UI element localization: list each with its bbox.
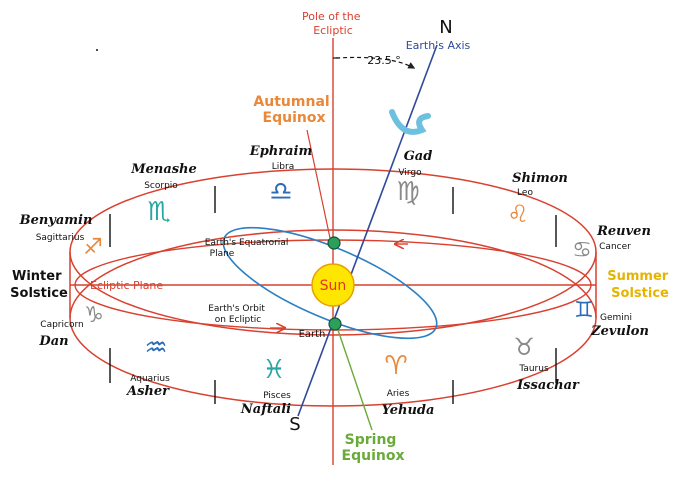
tribe-names: Ephraim Gad Shimon Reuven Zevulon Issach… [19, 144, 651, 418]
earth-spring-position [328, 317, 342, 331]
equatorial-plane-label: Earth's Equatrorial Plane [205, 238, 291, 259]
sign-sagittarius: Sagittarius [36, 233, 85, 243]
sign-names: Libra Virgo Leo Cancer Gemini Taurus Ari… [36, 162, 632, 401]
autumnal-equinox-label: Autumnal Equinox [253, 94, 334, 126]
scorpio-icon: ♏ [147, 197, 170, 227]
capricorn-icon: ♑ [84, 303, 104, 328]
sign-leo: Leo [517, 188, 533, 198]
summer-solstice-label: Summer Solstice [607, 269, 672, 301]
sagittarius-icon: ♐ [83, 235, 103, 260]
virgo-icon: ♍ [396, 177, 419, 207]
tribe-issachar: Issachar [516, 378, 580, 393]
sign-virgo: Virgo [398, 168, 422, 178]
tribe-gad: Gad [404, 149, 433, 164]
libra-icon: ♎ [269, 177, 292, 207]
tribe-naftali: Naftali [240, 402, 291, 417]
axis-north-label: N [439, 17, 452, 38]
autumnal-pointer [306, 129, 331, 239]
tribe-ephraim: Ephraim [249, 144, 312, 159]
stray-dot [96, 49, 98, 51]
sign-aquarius: Aquarius [130, 374, 170, 384]
tribe-asher: Asher [125, 384, 170, 399]
sign-gemini: Gemini [600, 313, 632, 323]
sun [311, 263, 355, 307]
tribe-yehuda: Yehuda [382, 403, 435, 418]
earth-axis-line [297, 44, 438, 417]
band-dividers [109, 186, 557, 404]
pisces-icon: ♓ [262, 355, 285, 385]
sign-taurus: Taurus [518, 364, 549, 374]
sign-cancer: Cancer [599, 242, 631, 252]
sign-aries: Aries [387, 389, 410, 399]
sign-scorpio: Scorpio [144, 181, 178, 191]
aries-icon: ♈ [384, 351, 407, 381]
gemini-icon: ♊ [574, 298, 594, 323]
equatorial-plane-ellipse [222, 226, 438, 340]
tribe-zevulon: Zevulon [590, 324, 649, 339]
tribe-reuven: Reuven [596, 224, 651, 239]
pole-label: Pole of the Ecliptic [302, 10, 364, 37]
orbit-label: Earth's Orbit on Ecliptic [208, 304, 268, 325]
spring-equinox-label: Spring Equinox [342, 432, 405, 464]
tribe-benyamin: Benyamin [19, 213, 93, 228]
sign-libra: Libra [272, 162, 294, 172]
cancer-icon: ♋ [572, 238, 592, 263]
earth-autumn-position [327, 236, 341, 250]
zodiac-glyphs: ♎ ♍ ♌ ♋ ♊ ♉ ♈ ♓ ♒ ♑ ♐ ♏ [83, 177, 594, 385]
earth-label: Earth [299, 329, 326, 340]
sign-pisces: Pisces [263, 391, 291, 401]
axis-south-label: S [289, 414, 300, 435]
tribe-dan: Dan [38, 334, 68, 349]
virgo-swirl-icon [389, 109, 431, 135]
taurus-icon: ♉ [513, 333, 535, 361]
sign-capricorn: Capricorn [40, 320, 83, 330]
leo-icon: ♌ [507, 200, 529, 228]
tribe-shimon: Shimon [512, 171, 568, 186]
sun-label: Sun [320, 278, 347, 294]
winter-solstice-label: Winter Solstice [10, 269, 68, 301]
axis-label: Earth's Axis [406, 39, 471, 52]
tilt-angle-label: 23.5 ° [367, 54, 401, 67]
tribe-menashe: Menashe [130, 162, 197, 177]
aquarius-icon: ♒ [144, 333, 167, 363]
ecliptic-plane-label: Ecliptic Plane [90, 279, 163, 292]
spring-pointer [337, 329, 373, 431]
tilt-angle-arc [335, 56, 416, 69]
